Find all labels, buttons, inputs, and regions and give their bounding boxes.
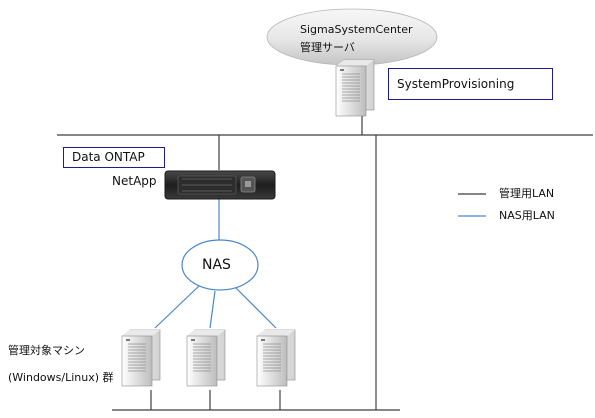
legend-label-management-lan: 管理用LAN xyxy=(499,187,555,200)
system-provisioning-box: SystemProvisioning xyxy=(388,68,553,100)
sigma-system-center-ellipse xyxy=(266,8,438,66)
managed-machine-icon xyxy=(121,329,161,387)
managed-machines-label-line1: 管理対象マシン xyxy=(8,344,85,357)
netapp-device-icon xyxy=(164,170,276,200)
management-server-role-label: 管理サーバ xyxy=(300,41,355,54)
sigma-system-center-label: SigmaSystemCenter xyxy=(300,23,413,36)
management-server-icon xyxy=(335,59,375,117)
nas-label: NAS xyxy=(202,257,231,273)
nas-lan-lines xyxy=(154,199,277,329)
legend-label-nas-lan: NAS用LAN xyxy=(499,209,555,222)
management-lan-lines xyxy=(57,114,593,411)
managed-machines-label-line2: (Windows/Linux) 群 xyxy=(8,371,114,384)
data-ontap-box: Data ONTAP xyxy=(63,147,165,168)
managed-machine-icon xyxy=(186,329,226,387)
managed-machine-icon xyxy=(256,329,296,387)
nas-ellipse xyxy=(181,239,259,291)
netapp-label: NetApp xyxy=(112,174,157,188)
